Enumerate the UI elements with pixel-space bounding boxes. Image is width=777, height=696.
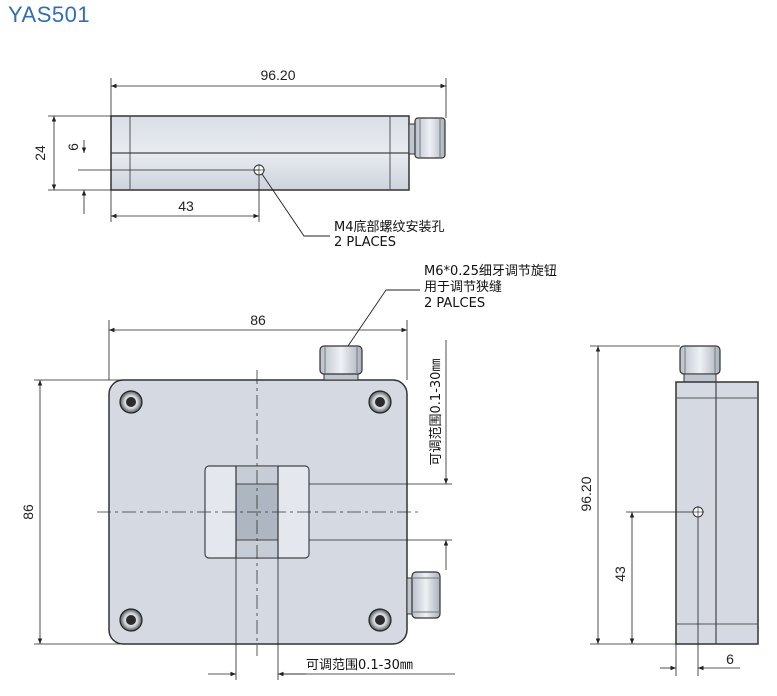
dim-top-length: 96.20	[260, 67, 295, 83]
screw-icon	[368, 390, 392, 414]
note-hole-line1: M4底部螺纹安装孔	[334, 219, 445, 235]
dim-top-offset: 6	[65, 143, 81, 151]
screw-icon	[119, 608, 143, 632]
dim-front-width: 86	[250, 312, 266, 328]
screw-icon	[119, 390, 143, 414]
dim-top-hole-pos: 43	[178, 198, 194, 214]
dim-side-hole-pos: 43	[612, 566, 628, 582]
model-title: YAS501	[8, 2, 91, 27]
top-view: 96.20 24 6 43 M4底部螺纹安装孔 2 PLACES	[32, 67, 447, 250]
note-knob-line1: M6*0.25细牙调节旋钮	[424, 264, 557, 279]
dim-front-height: 86	[20, 504, 36, 520]
range-vertical-label: 可调范围0.1-30㎜	[429, 359, 444, 466]
dim-side-height: 96.20	[578, 476, 594, 511]
dim-side-offset: 6	[726, 651, 734, 667]
dim-top-height: 24	[32, 145, 48, 161]
side-view: 96.20 43 6	[578, 345, 759, 676]
note-hole-line2: 2 PLACES	[334, 235, 396, 250]
front-view: M6*0.25细牙调节旋钮 用于调节狭缝 2 PALCES	[20, 264, 557, 680]
screw-icon	[368, 608, 392, 632]
range-horizontal-label: 可调范围0.1-30㎜	[306, 658, 413, 673]
note-knob-line2: 用于调节狭缝	[424, 280, 502, 295]
note-knob-line3: 2 PALCES	[424, 296, 485, 311]
